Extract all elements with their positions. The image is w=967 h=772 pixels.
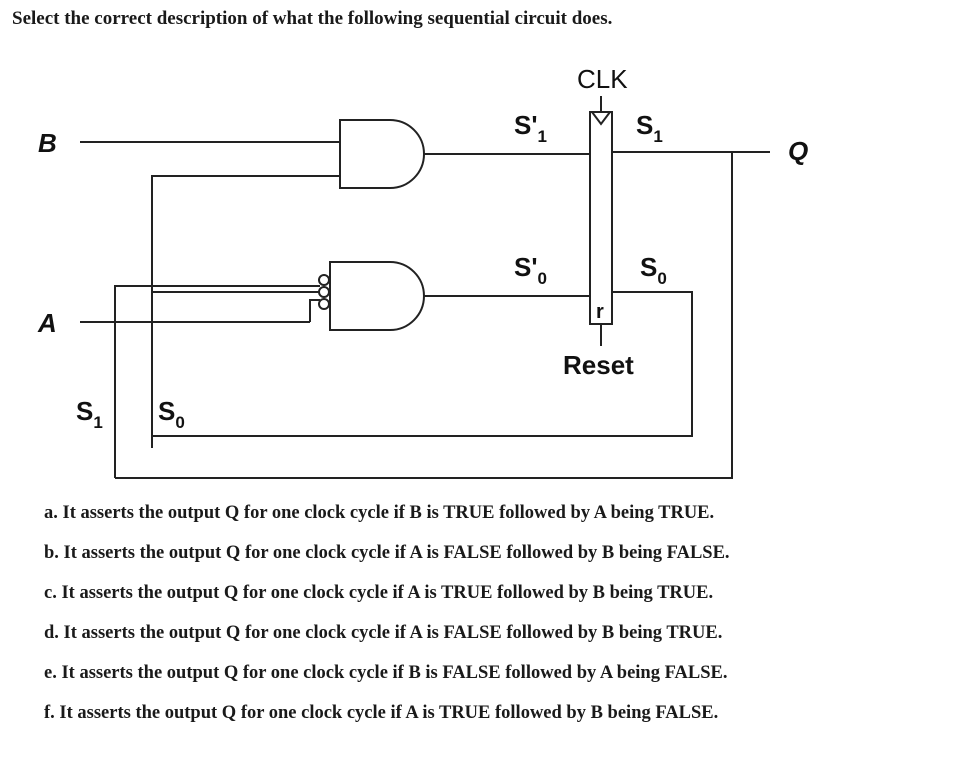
input-b-label: B <box>38 128 57 158</box>
clk-label: CLK <box>577 64 628 94</box>
and-gate-1 <box>339 119 425 189</box>
s1-feedback-label: S1 <box>76 396 103 432</box>
clock-triangle-icon <box>591 111 611 126</box>
option-c[interactable]: c. It asserts the output Q for one clock… <box>44 583 714 603</box>
s0-next-label: S'0 <box>514 252 547 288</box>
option-d[interactable]: d. It asserts the output Q for one clock… <box>44 623 723 643</box>
register-reset-r: r <box>596 301 604 323</box>
wire-s0-out <box>152 291 693 437</box>
state-register <box>589 111 613 325</box>
s0-feedback-label: S0 <box>158 396 185 432</box>
and-gate-2 <box>329 261 425 331</box>
question-text: Select the correct description of what t… <box>12 8 613 29</box>
wire-q-loop <box>115 152 733 479</box>
inversion-bubble-2 <box>318 286 330 298</box>
option-b[interactable]: b. It asserts the output Q for one clock… <box>44 543 730 563</box>
wire-s1-to-and1 <box>151 175 340 448</box>
answer-options: a. It asserts the output Q for one clock… <box>44 500 730 740</box>
inversion-bubble-3 <box>318 298 330 310</box>
wire-a-to-and2 <box>309 299 320 322</box>
option-e[interactable]: e. It asserts the output Q for one clock… <box>44 663 728 683</box>
inversion-bubble-1 <box>318 274 330 286</box>
wire-s1-outer-loop <box>114 285 320 478</box>
option-a[interactable]: a. It asserts the output Q for one clock… <box>44 503 715 523</box>
input-a-label: A <box>37 308 57 338</box>
output-q-label: Q <box>788 136 808 166</box>
s1-state-label: S1 <box>636 110 663 146</box>
s0-state-label: S0 <box>640 252 667 288</box>
sequential-circuit-diagram: CLK Reset r B A Q S'1 S1 S'0 S0 S1 S0 <box>37 64 808 479</box>
reset-label: Reset <box>563 350 634 380</box>
s1-next-label: S'1 <box>514 110 547 146</box>
option-f[interactable]: f. It asserts the output Q for one clock… <box>44 703 719 723</box>
